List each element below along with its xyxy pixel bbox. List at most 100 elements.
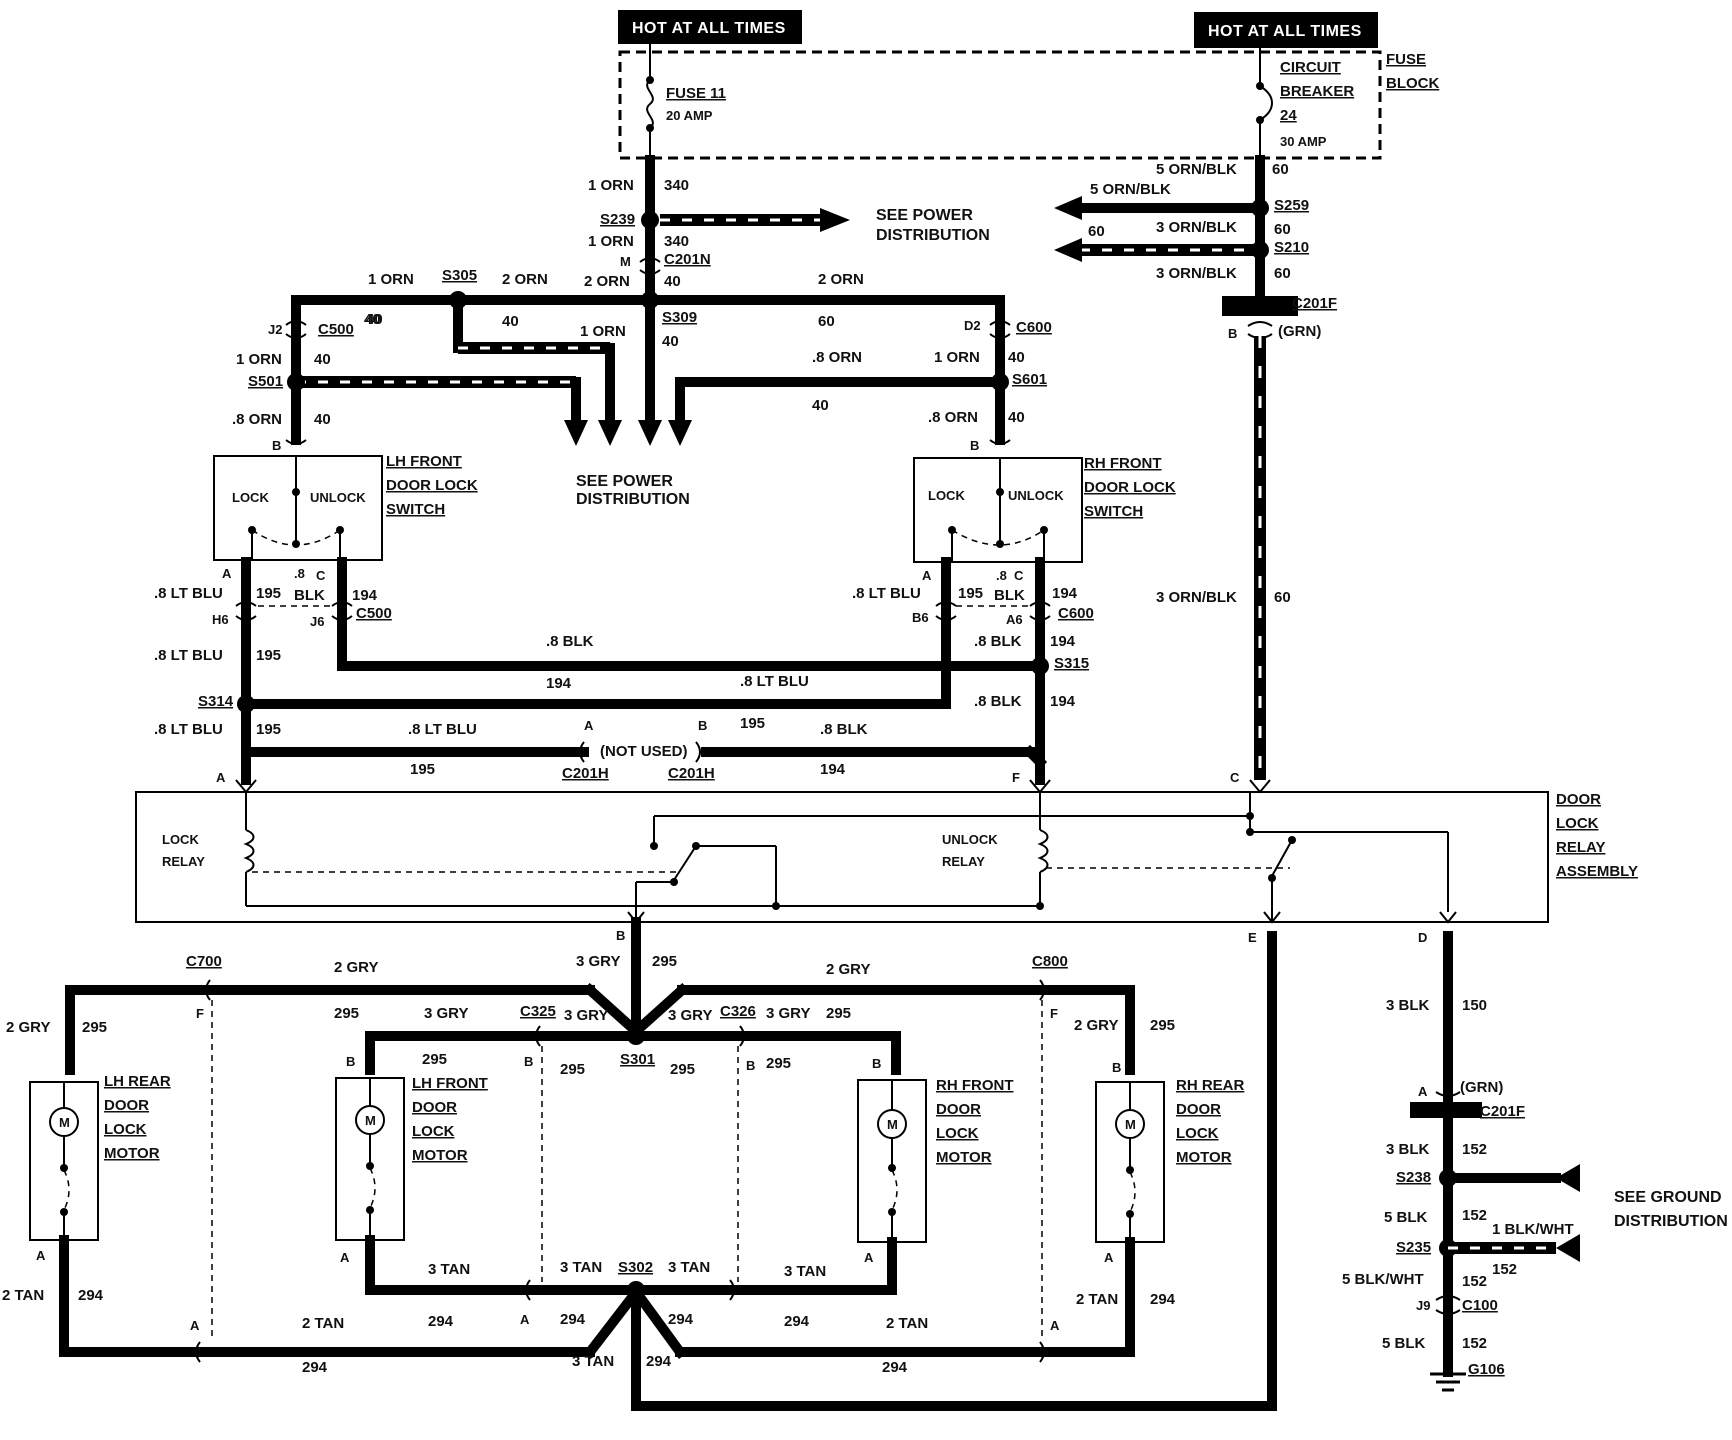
splice-s601: S601 [1012,371,1047,388]
see-ground-distribution: SEE GROUND [1614,1189,1722,1206]
wire-label: 1 ORN [934,349,980,366]
circuit-number: 194 [546,675,572,692]
motor-m: M [1125,1117,1136,1132]
pin-c: C [1230,770,1240,785]
wire-label: 2 TAN [2,1287,44,1304]
switch-title-3: SWITCH [386,501,445,518]
pin-a: A [1104,1250,1114,1265]
hot-box-right [1194,12,1378,48]
wire-label: .8 BLK [546,633,594,650]
see-power-distribution-2b: DISTRIBUTION [576,491,690,508]
wire-label: 1 ORN [588,233,634,250]
relay-assembly-title-3: RELAY [1556,839,1605,856]
pin-f: F [1050,1006,1058,1021]
pin-a: A [340,1250,350,1265]
circuit-number: 294 [302,1359,328,1376]
circuit-breaker-label-2: BREAKER [1280,83,1354,100]
circuit-number: 194 [1052,585,1078,602]
wire-label: 3 GRY [668,1007,712,1024]
splice-s302: S302 [618,1259,653,1276]
motor-m: M [365,1113,376,1128]
pin-b: B [616,928,625,943]
pin-c: C [1014,568,1024,583]
wire-label: 3 TAN [572,1353,614,1370]
switch-unlock-label: UNLOCK [310,490,366,505]
pin-a: A [520,1312,530,1327]
motor-title: RH FRONT [936,1077,1014,1094]
pin-d: D [1418,930,1427,945]
pin-j6: J6 [310,614,324,629]
circuit-number: 40 [812,397,829,414]
wire-label: 2 GRY [6,1019,50,1036]
fuse-11-label: FUSE 11 [666,85,726,102]
wire-label: 2 ORN [818,271,864,288]
wire-label: 3 GRY [576,953,620,970]
fuse-11-amp: 20 AMP [666,108,713,123]
wire-label: 2 GRY [826,961,870,978]
splice-s239: S239 [600,211,635,228]
wire-label: 1 BLK/WHT [1492,1221,1574,1238]
circuit-number: 60 [818,313,835,330]
circuit-number: 40 [662,333,679,350]
motor-title: LH REAR [104,1073,171,1090]
pin-a6: A6 [1006,612,1023,627]
wire-label: 3 GRY [424,1005,468,1022]
wire-label: .8 ORN [232,411,282,428]
connector-c326: C326 [720,1003,756,1020]
motor-title-4: MOTOR [1176,1149,1232,1166]
pin-a: A [1050,1318,1060,1333]
wire-label: 3 TAN [784,1263,826,1280]
motor-title-2: DOOR [412,1099,457,1116]
connector-c201f: C201F [1292,295,1337,312]
wire-label: 3 GRY [766,1005,810,1022]
splice-s305: S305 [442,267,477,284]
pin-b: B [746,1058,755,1073]
switch-lock-label: LOCK [232,490,269,505]
pin-h6: H6 [212,612,229,627]
connector-c201h-2: C201H [668,765,715,782]
circuit-number: 40 [502,313,519,330]
wire-label: 1 ORN [580,323,626,340]
connector-c325: C325 [520,1003,556,1020]
relay-assembly-title: DOOR [1556,791,1601,808]
wire-label: 2 GRY [334,959,378,976]
circuit-number: 195 [740,715,765,732]
wire-label: .8 LT BLU [852,585,921,602]
wire-label: 3 TAN [428,1261,470,1278]
wire-label: 1 ORN [236,351,282,368]
connector-c600: C600 [1016,319,1052,336]
motor-title-4: MOTOR [936,1149,992,1166]
splice-s301: S301 [620,1051,655,1068]
wire-label: .8 BLK [974,693,1022,710]
pin-a: A [222,566,232,581]
circuit-number: 40 [366,311,383,328]
not-used-label: (NOT USED) [600,743,688,760]
wire-label: 2 TAN [1076,1291,1118,1308]
wire-label: 2 GRY [1074,1017,1118,1034]
wire-label: 5 BLK/WHT [1342,1271,1424,1288]
motor-title-4: MOTOR [104,1145,160,1162]
pin-m: M [620,254,631,269]
pin-f-relay: F [1012,770,1020,785]
unlock-relay-coil [1037,829,1049,873]
circuit-number: 194 [352,587,378,604]
connector-c500: C500 [318,321,354,338]
pin-a: A [36,1248,46,1263]
circuit-number: 340 [664,233,689,250]
motor-title: LH FRONT [412,1075,488,1092]
connector-c201f-body [1222,296,1298,316]
wire-label: .8 LT BLU [154,721,223,738]
wire-label: .8 BLK [974,633,1022,650]
switch-title: LH FRONT [386,453,462,470]
connector-c800: C800 [1032,953,1068,970]
wire-label: 5 BLK [1382,1335,1426,1352]
pin-a: A [922,568,932,583]
wire-label: .8 BLK [820,721,868,738]
circuit-number: 152 [1492,1261,1517,1278]
motor-m: M [59,1115,70,1130]
hot-box-left [618,10,802,44]
connector-c100: C100 [1462,1297,1498,1314]
circuit-number: 194 [1050,633,1076,650]
switch-unlock-label: UNLOCK [1008,488,1064,503]
